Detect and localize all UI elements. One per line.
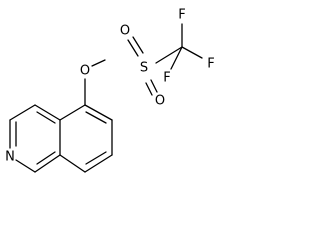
atom-labels: N O S O O F F F	[5, 8, 215, 165]
atom-label-o-top: O	[120, 24, 130, 39]
bond-c7-c8-inner	[85, 151, 107, 165]
bond-c8a-c1-inner	[36, 151, 56, 165]
bond-s-o-bottom-b	[145, 82, 153, 96]
bond-c3-c4	[9, 104, 36, 121]
atom-label-n: N	[5, 150, 15, 165]
atom-label-s: S	[140, 61, 148, 76]
atom-label-o-ester: O	[80, 64, 90, 79]
bonds	[9, 23, 203, 173]
bond-c8-c8a	[59, 154, 86, 173]
atom-label-f-lower: F	[163, 71, 170, 86]
atom-label-o-bottom: O	[155, 94, 165, 109]
bond-c4-c4a-inner	[36, 111, 56, 124]
bond-c4a-c5	[59, 104, 86, 121]
bond-c1-n	[15, 159, 36, 173]
bond-s-c	[155, 46, 183, 64]
atom-label-f-top: F	[178, 8, 185, 23]
bond-s-o-bottom-a	[150, 79, 158, 93]
bond-c4-c4a	[34, 104, 61, 121]
bond-c8a-c1	[34, 154, 61, 173]
bond-c7-c8	[84, 154, 113, 173]
bond-c5-c6	[84, 104, 113, 121]
atom-label-f-right: F	[207, 57, 214, 72]
bond-s-o-top-b	[127, 39, 139, 57]
bond-c-f-right	[181, 46, 203, 59]
bond-s-o-top-a	[132, 36, 144, 54]
bond-c-f-lower	[170, 46, 183, 70]
bond-c5-c6-inner	[85, 111, 107, 124]
chemical-structure: N O S O O F F F	[5, 8, 215, 173]
bond-o-s	[91, 59, 106, 67]
